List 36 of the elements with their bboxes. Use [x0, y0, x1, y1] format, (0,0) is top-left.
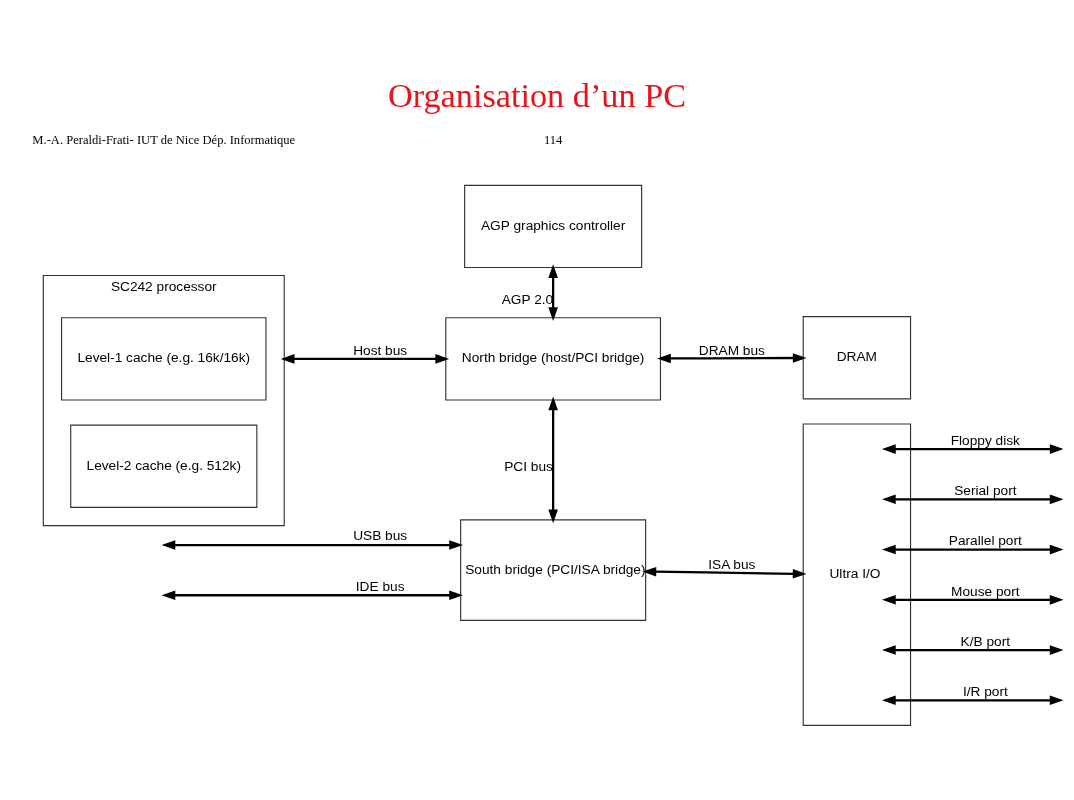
node-box: DRAM	[802, 316, 912, 400]
arrow	[161, 540, 463, 550]
arrow	[280, 354, 450, 364]
arrow	[882, 695, 1064, 706]
edge-label: DRAM bus	[698, 343, 765, 359]
arrow	[161, 590, 463, 601]
node-box: AGP graphics controller	[464, 184, 643, 269]
edge-label: Parallel port	[948, 532, 1022, 548]
edge-label: AGP 2.0	[501, 291, 554, 307]
node-box: South bridge (PCI/ISA bridge)	[460, 519, 647, 621]
edge-label: Mouse port	[951, 583, 1020, 599]
edge-label: I/R port	[962, 684, 1008, 700]
diagram-title: Organisation d’un PC	[387, 75, 687, 114]
arrow	[882, 444, 1064, 454]
arrow	[548, 264, 558, 321]
node-box: Ultra I/O	[802, 423, 912, 726]
arrow	[882, 645, 1064, 655]
edge-label: Host bus	[353, 343, 408, 359]
arrow	[657, 353, 807, 364]
edge-label: IDE bus	[355, 579, 405, 595]
arrow	[881, 494, 1064, 505]
arrow	[548, 396, 558, 524]
label: 114	[543, 132, 563, 147]
arrow	[881, 544, 1064, 555]
arrow	[881, 595, 1064, 605]
edge-label: PCI bus	[504, 458, 553, 474]
node-box: Level-2 cache (e.g. 512k)	[70, 424, 258, 508]
edge-label: Serial port	[954, 483, 1017, 499]
node-box: Level-1 cache (e.g. 16k/16k)	[61, 317, 267, 401]
edge-label: K/B port	[960, 634, 1011, 650]
edge-label: USB bus	[353, 527, 408, 543]
label: M.-A. Peraldi-Frati- IUT de Nice Dép. Informatique	[32, 132, 296, 147]
node-box: North bridge (host/PCI bridge)	[445, 317, 662, 401]
arrow	[642, 566, 807, 579]
edge-label: Floppy disk	[950, 433, 1020, 449]
edge-label: ISA bus	[708, 556, 756, 572]
